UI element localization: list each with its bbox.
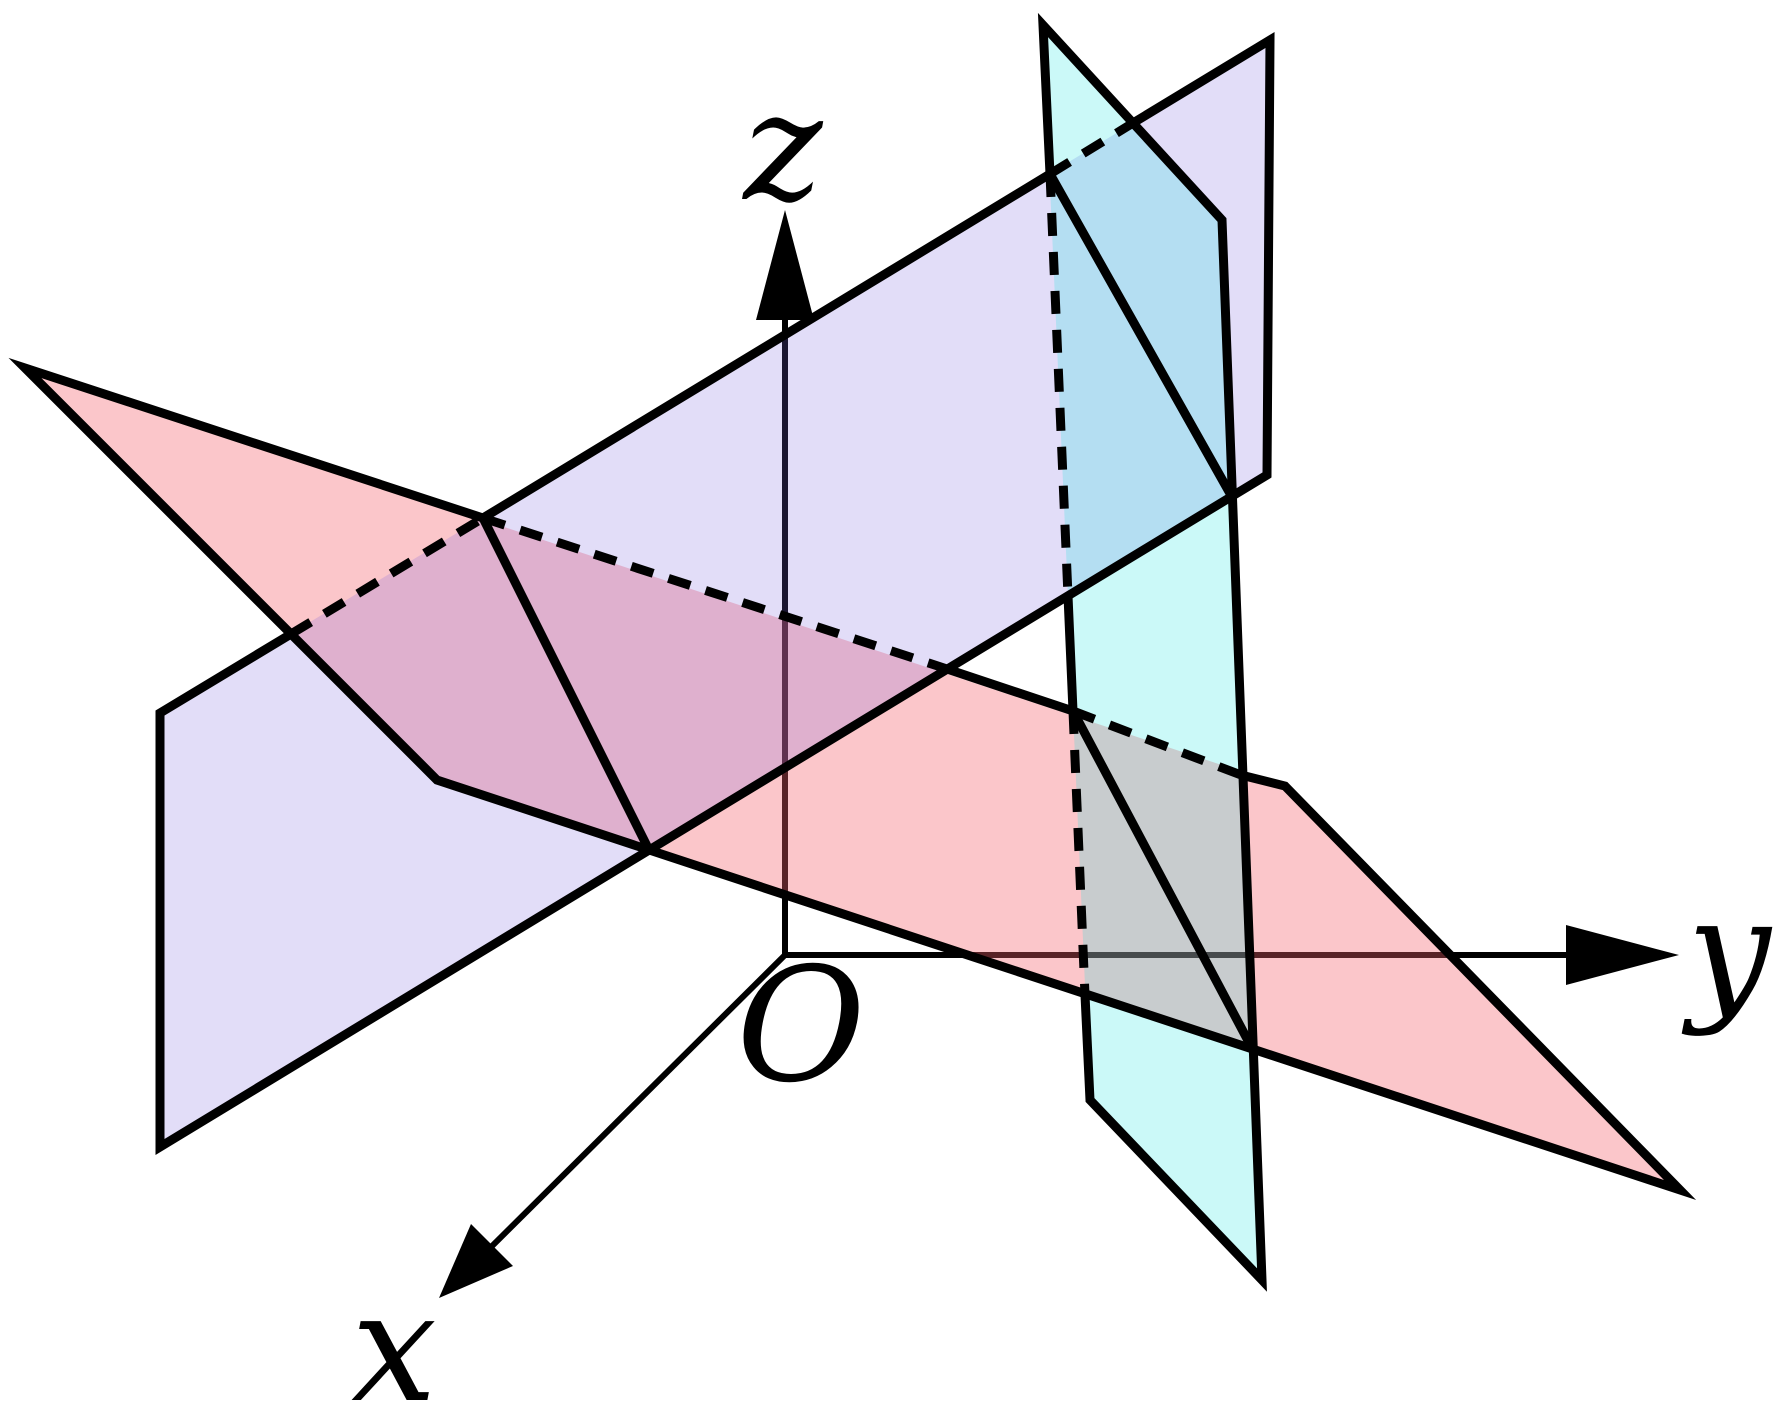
origin-label: O bbox=[736, 934, 866, 1118]
pink-plane-hidden-edges bbox=[481, 513, 1243, 780]
x-axis-label: x bbox=[351, 1259, 437, 1410]
y-axis-label: y bbox=[1687, 866, 1771, 1038]
z-axis-arrowhead bbox=[756, 210, 814, 320]
horizontal-plane-pink-fill bbox=[25, 368, 1680, 1190]
pink-plane-visible-outline bbox=[8, 357, 1697, 1201]
z-axis-label: z bbox=[743, 61, 823, 235]
lavender-plane-hidden-edges bbox=[288, 119, 1136, 638]
plane-intersection-lines bbox=[478, 171, 1257, 1053]
x-axis-arrowhead bbox=[439, 1224, 513, 1298]
x-axis-shaft bbox=[475, 952, 788, 1263]
cyan-plane-visible-outline bbox=[1037, 12, 1267, 1292]
cyan-plane-hidden-edges bbox=[1045, 173, 1090, 996]
y-axis-arrowhead bbox=[1566, 925, 1679, 985]
lavender-plane-visible-outline bbox=[155, 31, 1275, 1155]
